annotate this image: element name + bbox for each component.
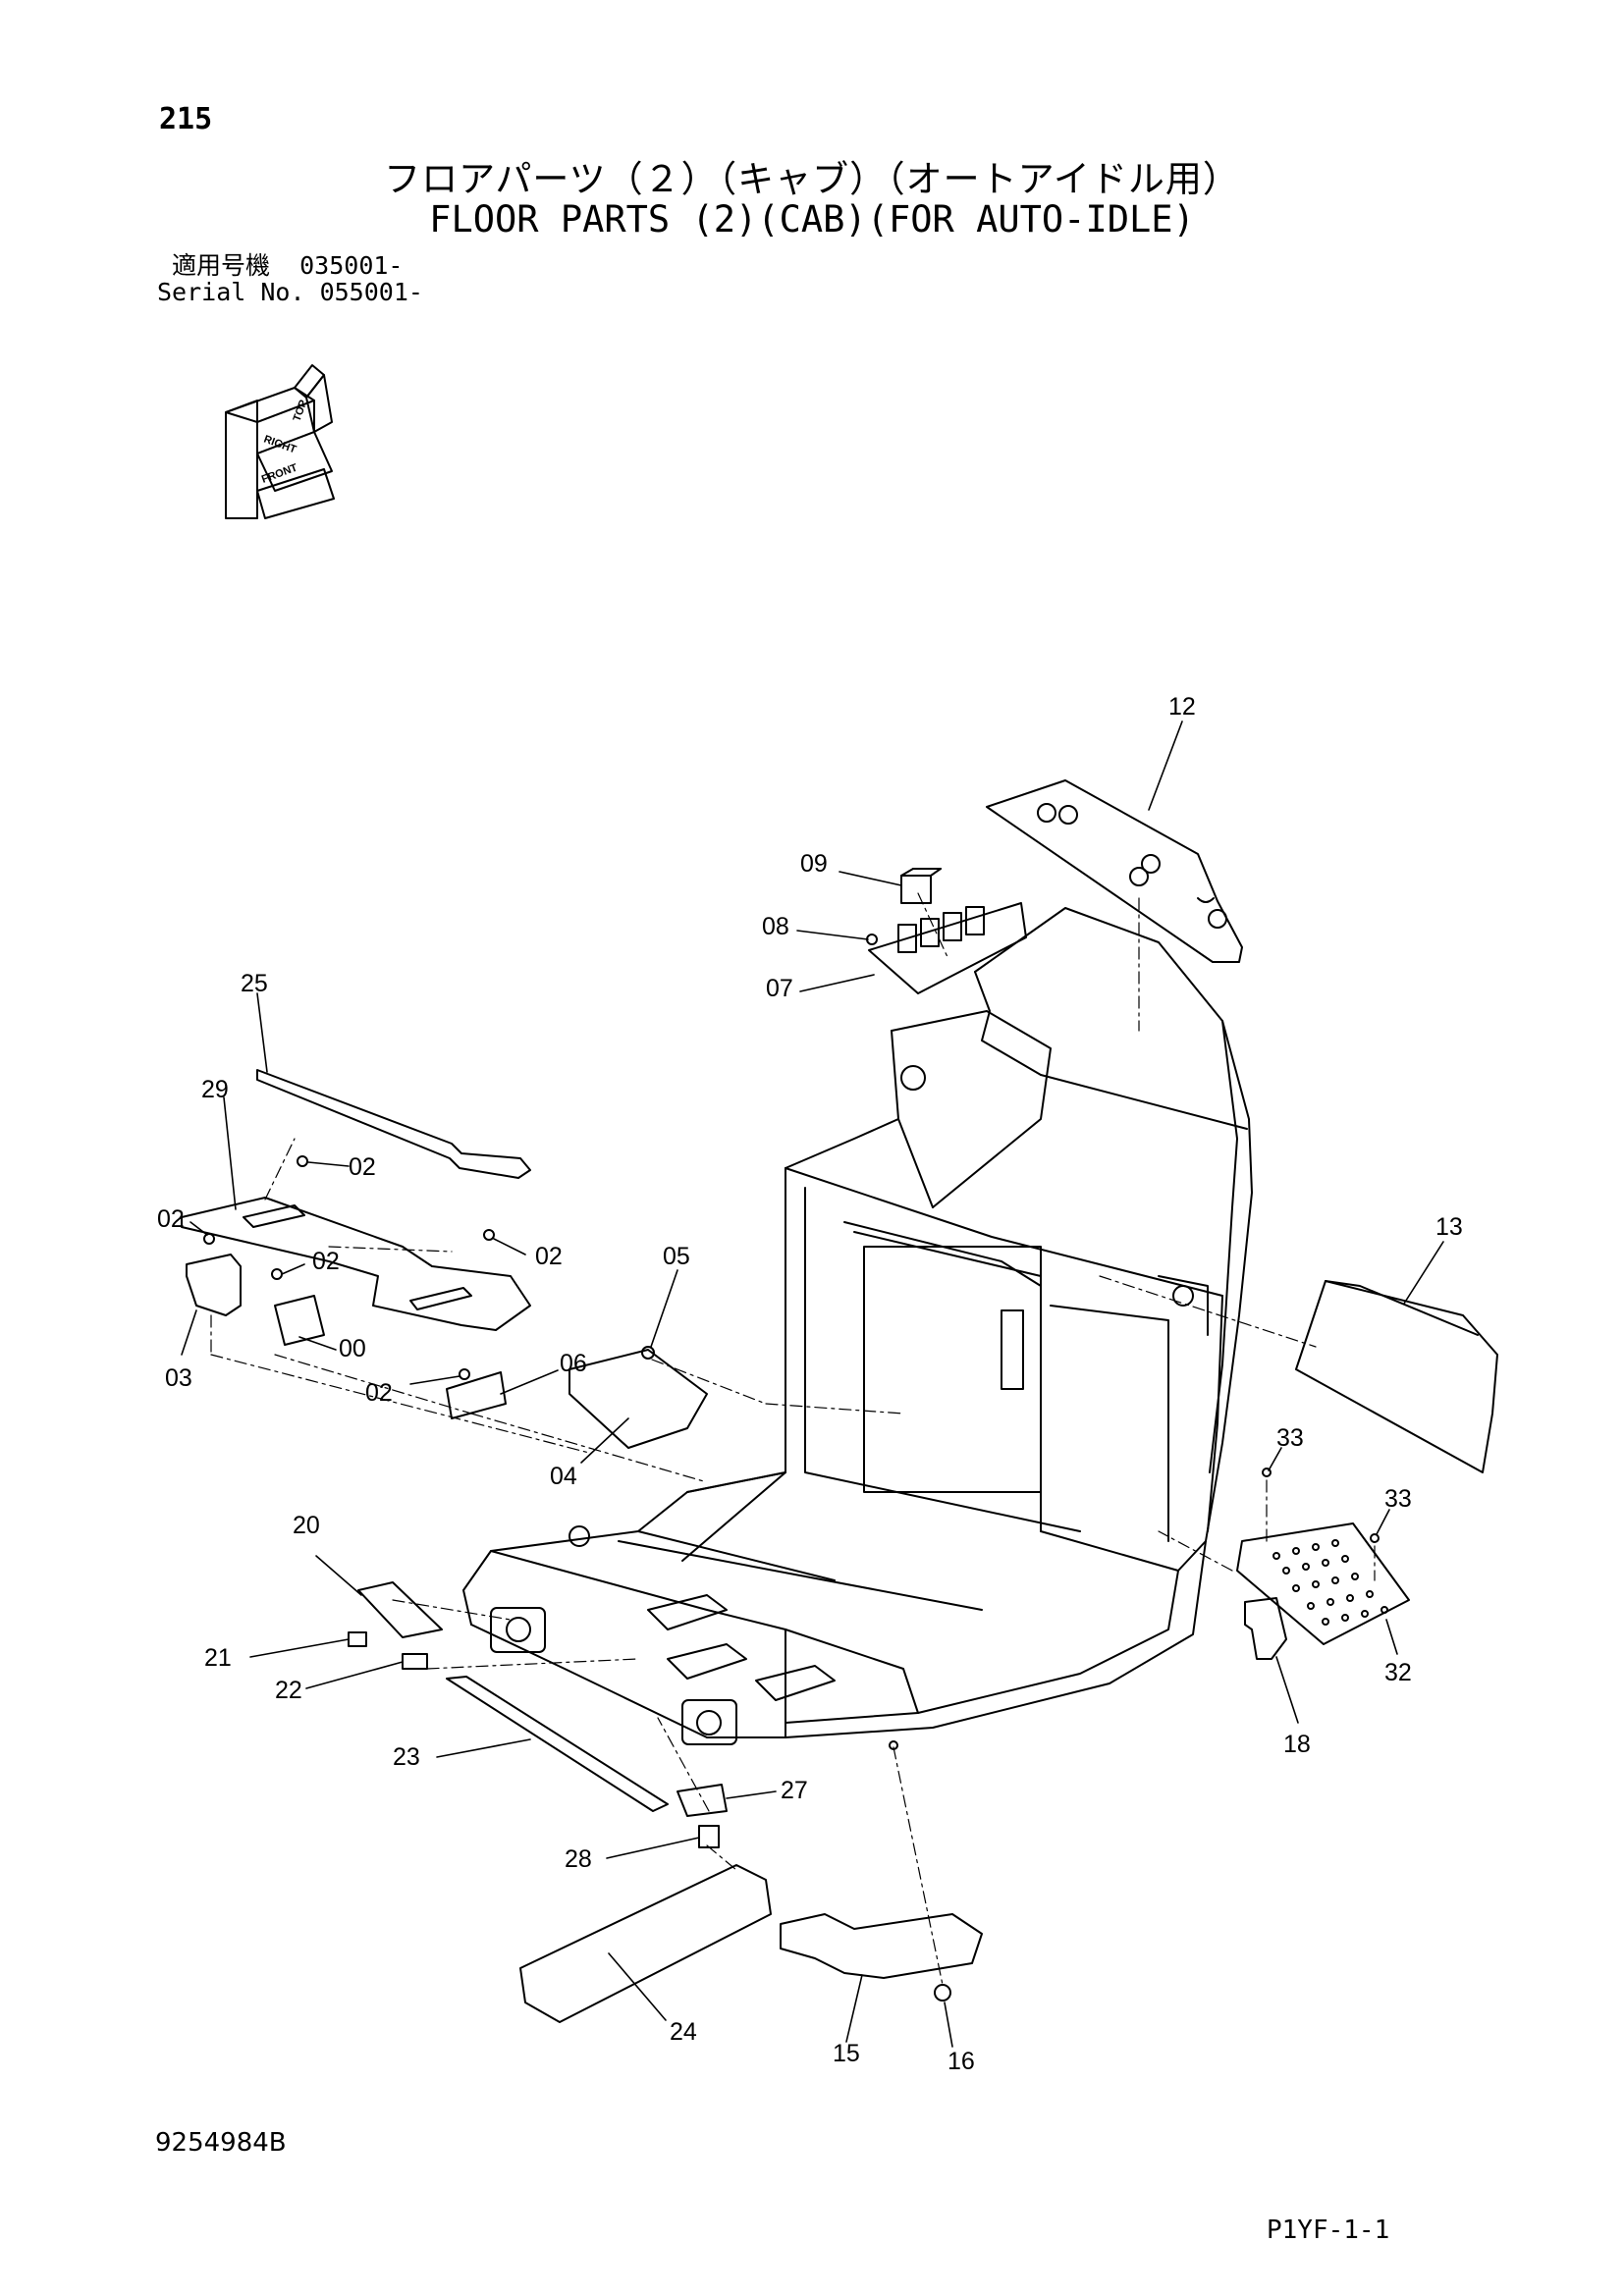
part-27-bracket <box>677 1784 728 1817</box>
callout-21: 21 <box>204 1644 232 1672</box>
callout-29: 29 <box>201 1076 229 1103</box>
orientation-top: TOP <box>292 399 310 423</box>
cab-frame <box>462 907 1253 1738</box>
screws-02 <box>203 1155 495 1380</box>
callout-33-b: 33 <box>1384 1485 1412 1513</box>
part-13-cover <box>1295 1280 1498 1473</box>
callout-02-b: 02 <box>157 1205 185 1233</box>
part-16-bolt <box>934 1984 951 2002</box>
callout-05: 05 <box>663 1243 690 1270</box>
callout-24: 24 <box>670 2018 697 2046</box>
callout-labels: 12 09 08 07 25 29 02 02 02 02 02 05 00 0… <box>157 693 1463 2075</box>
part-25-strip <box>256 1069 531 1179</box>
callout-16: 16 <box>947 2048 975 2075</box>
title-japanese: フロアパーツ（２）（キャブ）（オートアイドル用） <box>384 158 1240 200</box>
callout-07: 07 <box>766 975 793 1002</box>
callout-02-e: 02 <box>365 1379 393 1407</box>
part-33-screw-b <box>1370 1533 1380 1543</box>
part-09-switch <box>900 875 932 904</box>
part-15-bracket <box>780 1913 983 1979</box>
part-12-plate <box>986 779 1243 963</box>
part-00-bracket <box>274 1295 325 1346</box>
orientation-right: RIGHT <box>262 434 298 456</box>
part-22-pad <box>402 1653 428 1670</box>
serial-en-label: Serial No. <box>157 278 305 306</box>
callout-08: 08 <box>762 913 789 940</box>
title-english: FLOOR PARTS (2)(CAB)(FOR AUTO-IDLE) <box>429 198 1195 240</box>
part-28-pad <box>698 1825 720 1848</box>
callout-03: 03 <box>165 1364 192 1392</box>
callout-18: 18 <box>1283 1731 1311 1758</box>
part-23-strip <box>446 1676 669 1812</box>
drawing-number: 9254984B <box>155 2128 287 2158</box>
part-24-bar <box>519 1864 772 2023</box>
callout-12: 12 <box>1168 693 1196 721</box>
callout-06: 06 <box>560 1350 587 1377</box>
callout-20: 20 <box>293 1512 320 1539</box>
serial-jp-row: 適用号機 035001- <box>172 251 403 281</box>
cab-mounts <box>490 1607 898 1750</box>
callout-13: 13 <box>1435 1213 1463 1241</box>
part-29-plate <box>181 1197 531 1331</box>
part-33-screw-a <box>1262 1468 1272 1477</box>
serial-en-row: Serial No. 055001- <box>157 278 423 307</box>
part-04-plate <box>568 1349 708 1449</box>
serial-jp-label: 適用号機 <box>172 251 271 280</box>
part-07-panel <box>868 902 1027 994</box>
callout-25: 25 <box>241 970 268 997</box>
part-18-grip <box>1244 1597 1287 1660</box>
page-code: P1YF-1-1 <box>1267 2216 1390 2245</box>
callout-02-c: 02 <box>535 1243 563 1270</box>
part-03-bracket <box>186 1254 242 1316</box>
part-06-bracket <box>446 1371 507 1419</box>
part-05-screw <box>641 1346 655 1360</box>
callout-27: 27 <box>781 1777 808 1804</box>
part-20-bracket <box>357 1581 443 1638</box>
callout-04: 04 <box>550 1463 577 1490</box>
callout-23: 23 <box>393 1743 420 1771</box>
callout-33-a: 33 <box>1276 1424 1304 1452</box>
serial-en-value: 055001- <box>319 278 423 306</box>
callout-02-a: 02 <box>349 1153 376 1181</box>
callout-15: 15 <box>833 2040 860 2067</box>
callout-22: 22 <box>275 1677 302 1704</box>
callout-02-d: 02 <box>312 1248 340 1275</box>
callout-00: 00 <box>339 1335 366 1362</box>
orientation-front: FRONT <box>260 461 299 485</box>
serial-jp-value: 035001- <box>299 251 404 280</box>
callout-09: 09 <box>800 850 828 878</box>
callout-32: 32 <box>1384 1659 1412 1686</box>
page-number: 215 <box>159 102 213 136</box>
part-21-pad <box>348 1631 367 1647</box>
orientation-icon <box>225 364 335 519</box>
part-32-mesh-plate <box>1236 1522 1410 1645</box>
callout-28: 28 <box>565 1845 592 1873</box>
